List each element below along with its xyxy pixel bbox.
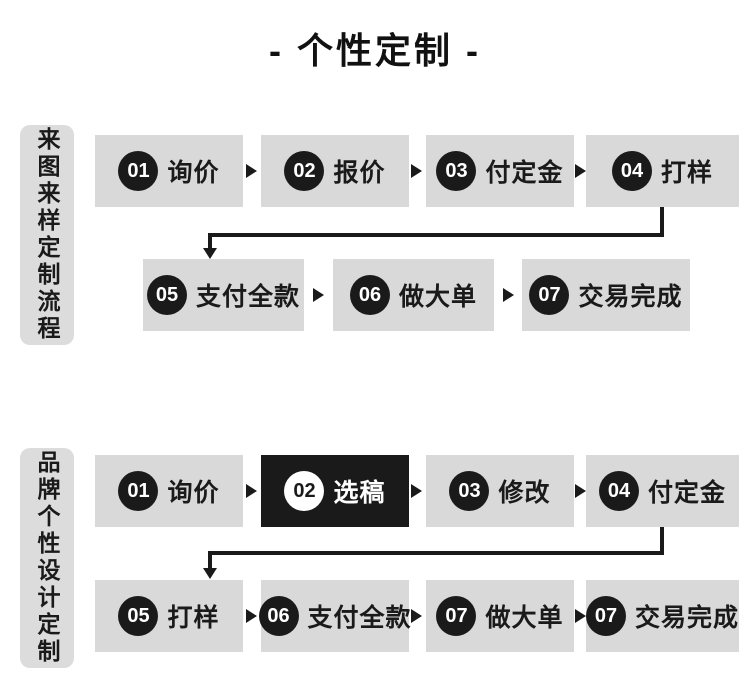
flow2-step-box-02-选稿: 02 选稿 xyxy=(261,455,409,527)
step-number-badge: 07 xyxy=(436,596,477,636)
step-label: 询价 xyxy=(167,159,220,187)
flow2-connector-vertical-from-step4 xyxy=(660,527,664,555)
step-label: 支付全款 xyxy=(307,604,412,632)
step-label: 修改 xyxy=(498,479,551,507)
flow2-connector-arrowhead-icon xyxy=(203,568,217,579)
step-label: 打样 xyxy=(167,604,220,632)
flow-arrow-right-icon xyxy=(313,288,324,302)
flow2-connector-vertical-to-step5 xyxy=(208,551,212,569)
flow-arrow-right-icon xyxy=(411,484,422,498)
step-label: 询价 xyxy=(167,479,220,507)
page-title: - 个性定制 - xyxy=(269,30,481,71)
step-label: 交易完成 xyxy=(635,604,740,632)
step-number-badge: 02 xyxy=(284,471,325,511)
flow1-step-box-02-报价: 02 报价 xyxy=(261,135,409,207)
flow2-connector-horizontal xyxy=(208,551,664,555)
flow-arrow-right-icon xyxy=(575,609,586,623)
flow1-step-box-04-打样: 04 打样 xyxy=(586,135,739,207)
flow1-step-box-05-支付全款: 05 支付全款 xyxy=(143,259,304,331)
step-label: 做大单 xyxy=(398,283,477,311)
flow1-step-box-01-询价: 01 询价 xyxy=(95,135,243,207)
flow1-connector-arrowhead-icon xyxy=(203,248,217,259)
step-number-badge: 02 xyxy=(284,151,325,191)
step-number-badge: 06 xyxy=(258,596,299,636)
step-label: 交易完成 xyxy=(578,283,683,311)
flow1-connector-vertical-from-step4 xyxy=(660,207,664,237)
step-number-badge: 06 xyxy=(349,275,390,315)
step-number-badge: 04 xyxy=(598,471,639,511)
flow2-step-box-04-付定金: 04 付定金 xyxy=(586,455,739,527)
flow2-step-box-01-询价: 01 询价 xyxy=(95,455,243,527)
step-number-badge: 01 xyxy=(118,151,159,191)
flow-arrow-right-icon xyxy=(575,484,586,498)
flow1-connector-horizontal xyxy=(208,233,664,237)
step-label: 做大单 xyxy=(485,604,564,632)
flow2-vertical-label: 品牌个性设计定制 xyxy=(20,448,74,668)
step-label: 打样 xyxy=(660,159,713,187)
step-number-badge: 05 xyxy=(146,275,187,315)
step-number-badge: 04 xyxy=(611,151,652,191)
step-label: 报价 xyxy=(333,159,386,187)
flow1-step-box-03-付定金: 03 付定金 xyxy=(426,135,574,207)
flow-arrow-right-icon xyxy=(575,164,586,178)
step-label: 付定金 xyxy=(647,479,726,507)
flow2-step-box-06-支付全款: 06 支付全款 xyxy=(258,580,412,652)
step-label: 支付全款 xyxy=(195,283,300,311)
step-number-badge: 03 xyxy=(436,151,477,191)
flow-arrow-right-icon xyxy=(411,164,422,178)
flow-arrow-right-icon xyxy=(411,609,422,623)
flow1-step-box-07-交易完成: 07 交易完成 xyxy=(522,259,690,331)
step-label: 选稿 xyxy=(333,479,386,507)
flow2-step-box-05-打样: 05 打样 xyxy=(95,580,243,652)
flow2-step-box-07-交易完成: 07 交易完成 xyxy=(586,580,739,652)
flow-arrow-right-icon xyxy=(246,484,257,498)
step-number-badge: 03 xyxy=(449,471,490,511)
flow2-step-box-07-做大单: 07 做大单 xyxy=(426,580,574,652)
step-number-badge: 07 xyxy=(529,275,570,315)
flow-arrow-right-icon xyxy=(246,609,257,623)
flow2-step-box-03-修改: 03 修改 xyxy=(426,455,574,527)
step-number-badge: 05 xyxy=(118,596,159,636)
flow1-step-box-06-做大单: 06 做大单 xyxy=(333,259,494,331)
flow-arrow-right-icon xyxy=(246,164,257,178)
step-number-badge: 01 xyxy=(118,471,159,511)
step-number-badge: 07 xyxy=(586,596,626,636)
flow-arrow-right-icon xyxy=(503,288,514,302)
step-label: 付定金 xyxy=(485,159,564,187)
flow1-vertical-label: 来图来样定制流程 xyxy=(20,125,74,345)
flow1-connector-vertical-to-step5 xyxy=(208,233,212,249)
